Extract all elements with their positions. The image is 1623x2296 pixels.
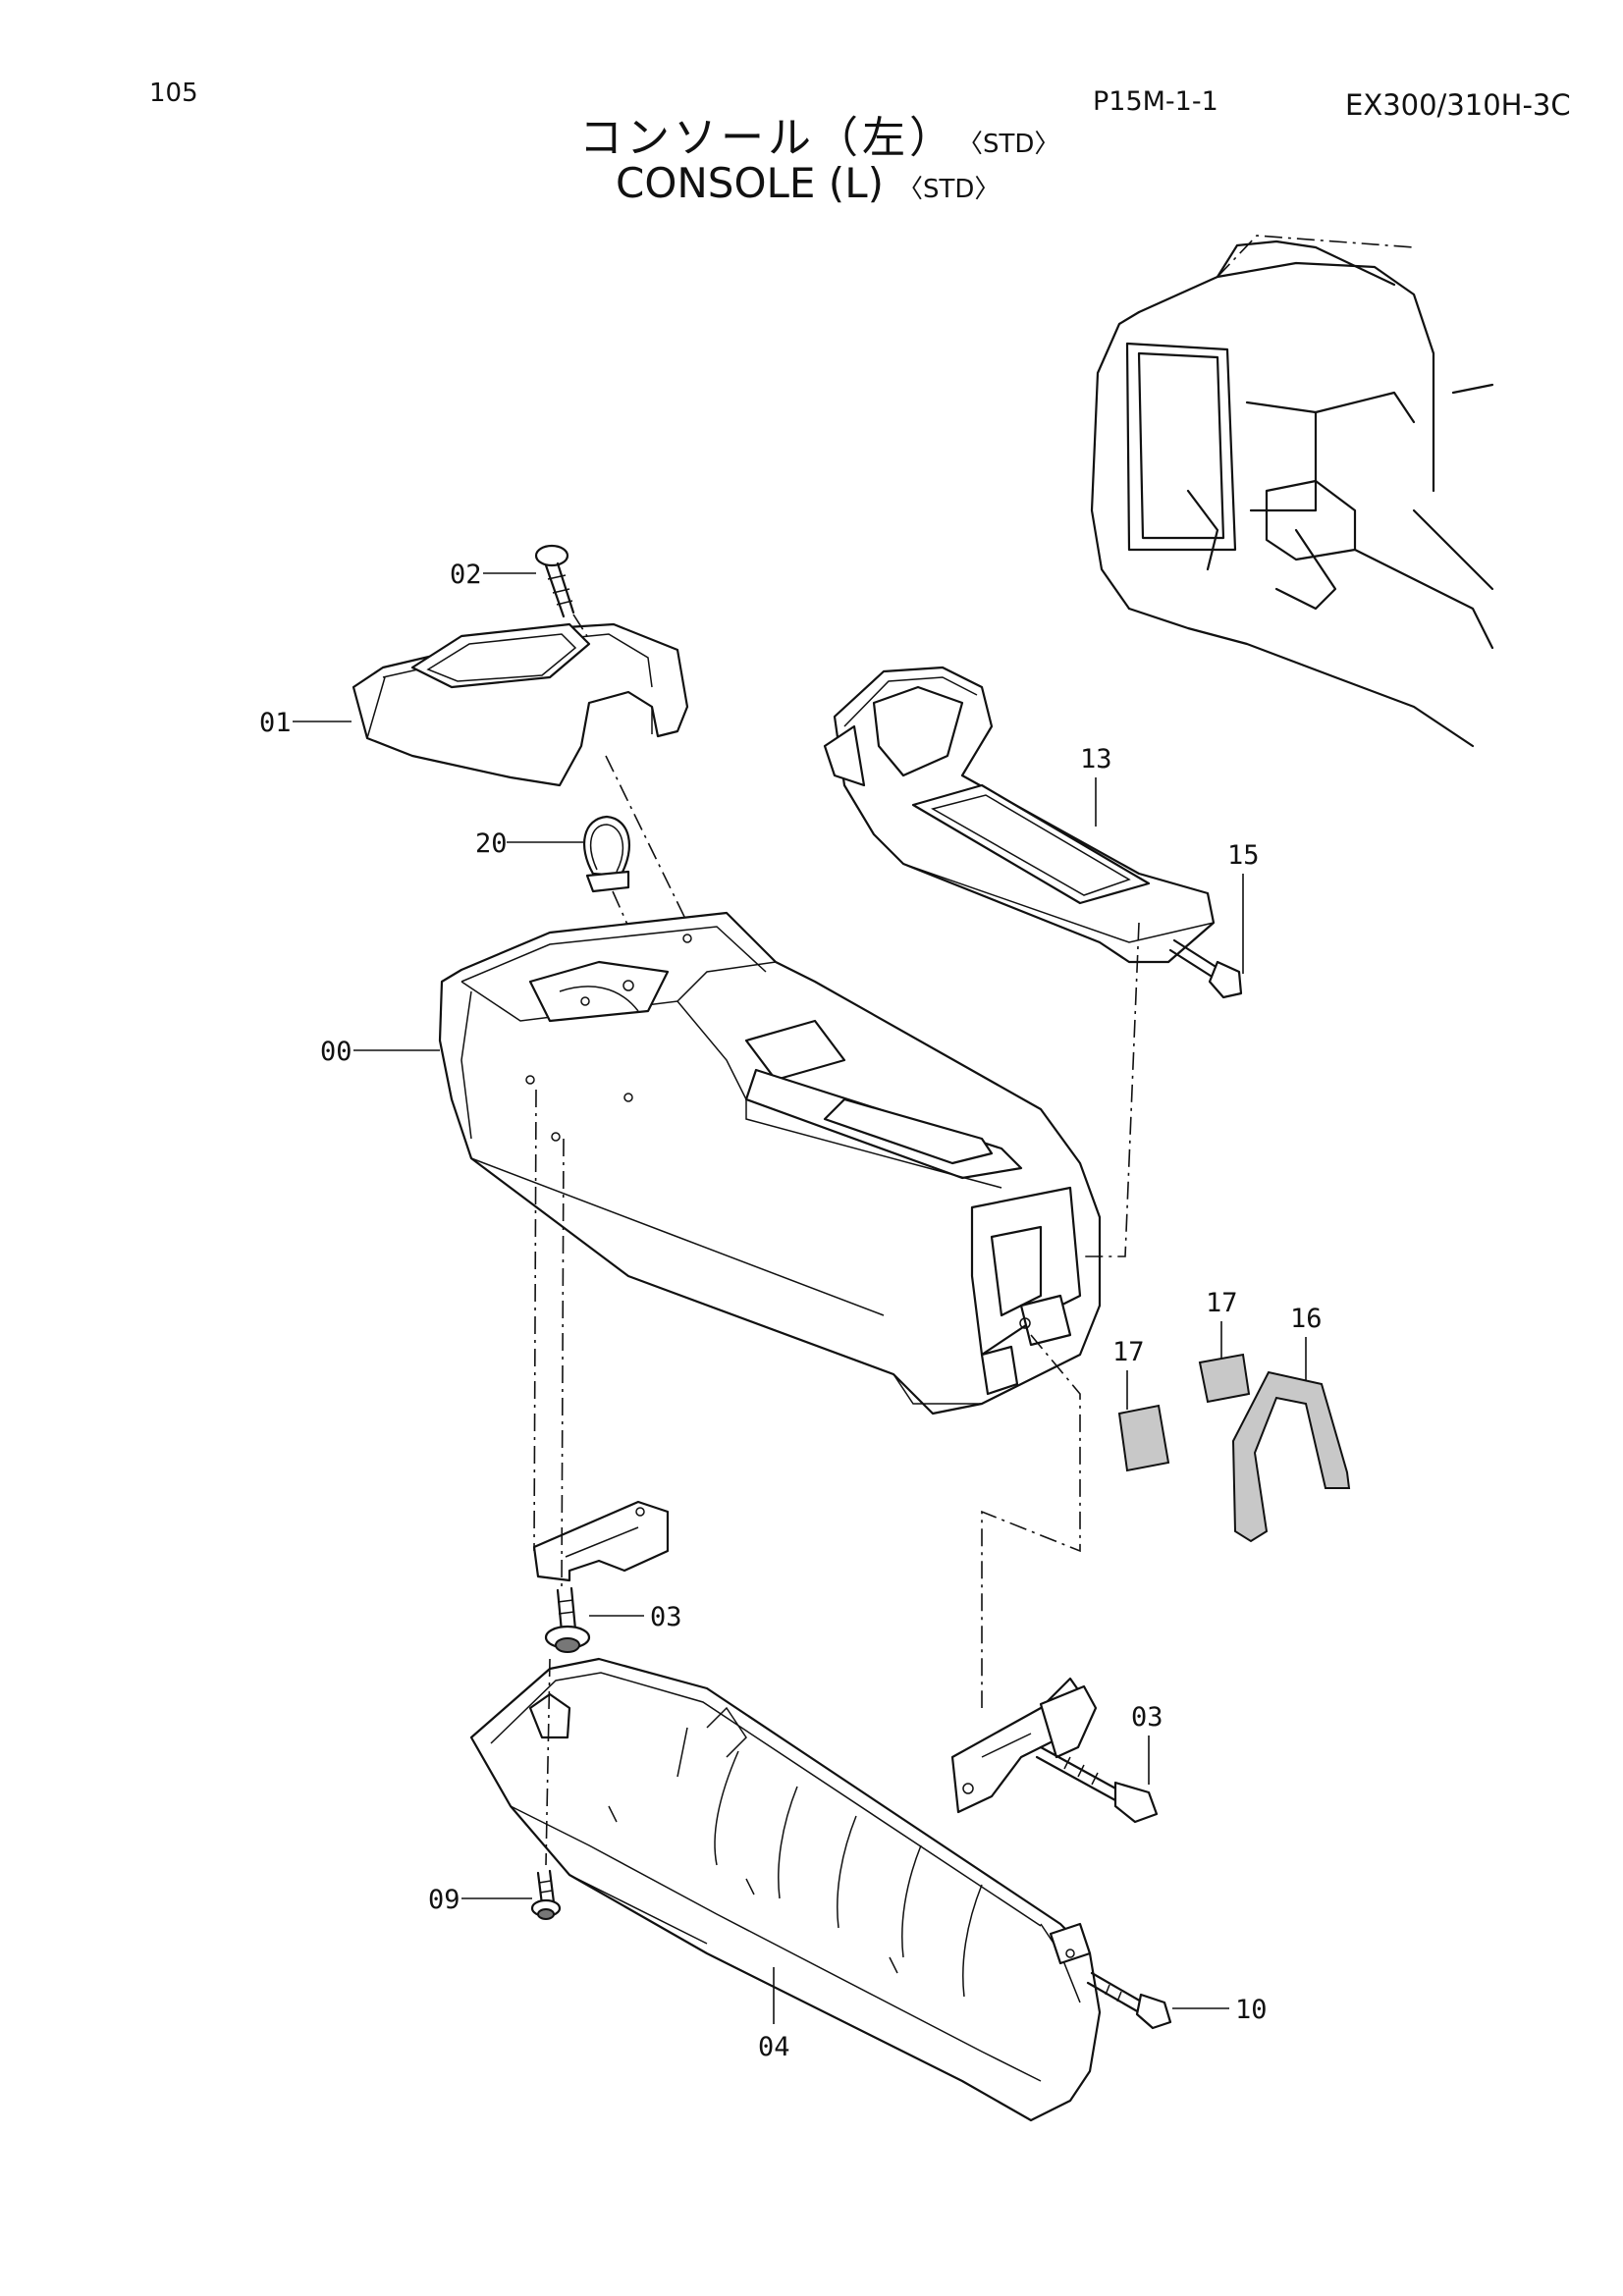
part-03-bolt-left <box>544 1586 591 1653</box>
part-03-bolt-right <box>1035 1745 1159 1824</box>
assembly-lines <box>533 1089 1081 1866</box>
title-japanese-text: コンソール（左） <box>579 113 956 163</box>
sheet-code: P15M-1-1 <box>1093 86 1218 117</box>
variant-tag-en: 〈STD〉 <box>896 175 1001 204</box>
part-02-screw <box>534 544 588 637</box>
model-code: EX300/310H-3C <box>1345 88 1571 122</box>
part-13-armrest <box>823 666 1216 1257</box>
lower-bracket <box>950 1677 1098 1814</box>
part-09-screw <box>530 1869 562 1920</box>
part-15-bolt <box>1168 938 1243 999</box>
part-20-clip <box>583 815 645 963</box>
callout-00: 00 <box>320 1037 352 1067</box>
variant-tag-jp: 〈STD〉 <box>970 130 1060 159</box>
title-english: CONSOLE (L) 〈STD〉 <box>616 159 1000 207</box>
callout-03-b: 03 <box>1131 1702 1163 1733</box>
callout-leaders <box>293 572 1307 2024</box>
callout-labels: 02 01 20 00 13 15 17 17 16 03 03 09 04 1… <box>259 560 1323 2062</box>
part-17-pad-a <box>1117 1404 1170 1472</box>
callout-03-a: 03 <box>650 1602 682 1632</box>
callout-01: 01 <box>259 708 292 738</box>
part-17-pad-b <box>1198 1353 1251 1404</box>
cab-orientation-sketch <box>1090 235 1494 748</box>
callout-10: 10 <box>1235 1995 1268 2025</box>
callout-17-a: 17 <box>1112 1337 1145 1367</box>
title-japanese: コンソール（左） 〈STD〉 <box>579 102 1059 165</box>
callout-20: 20 <box>475 828 508 859</box>
page-number: 105 <box>149 79 198 108</box>
part-00-console-body <box>438 911 1102 1415</box>
callout-04: 04 <box>758 2032 790 2062</box>
part-10-bolt <box>1086 1971 1172 2030</box>
mount-plate <box>532 1500 670 1582</box>
part-04-lower-cover <box>469 1657 1102 2122</box>
callout-02: 02 <box>450 560 482 590</box>
part-16-u-bracket <box>1231 1370 1351 1543</box>
callout-16: 16 <box>1290 1304 1323 1334</box>
callout-17-b: 17 <box>1206 1288 1238 1318</box>
title-english-text: CONSOLE (L) <box>616 159 884 207</box>
callout-09: 09 <box>428 1885 460 1915</box>
callout-15: 15 <box>1227 840 1260 871</box>
part-01-upper-cover <box>352 622 689 924</box>
callout-13: 13 <box>1080 744 1112 774</box>
